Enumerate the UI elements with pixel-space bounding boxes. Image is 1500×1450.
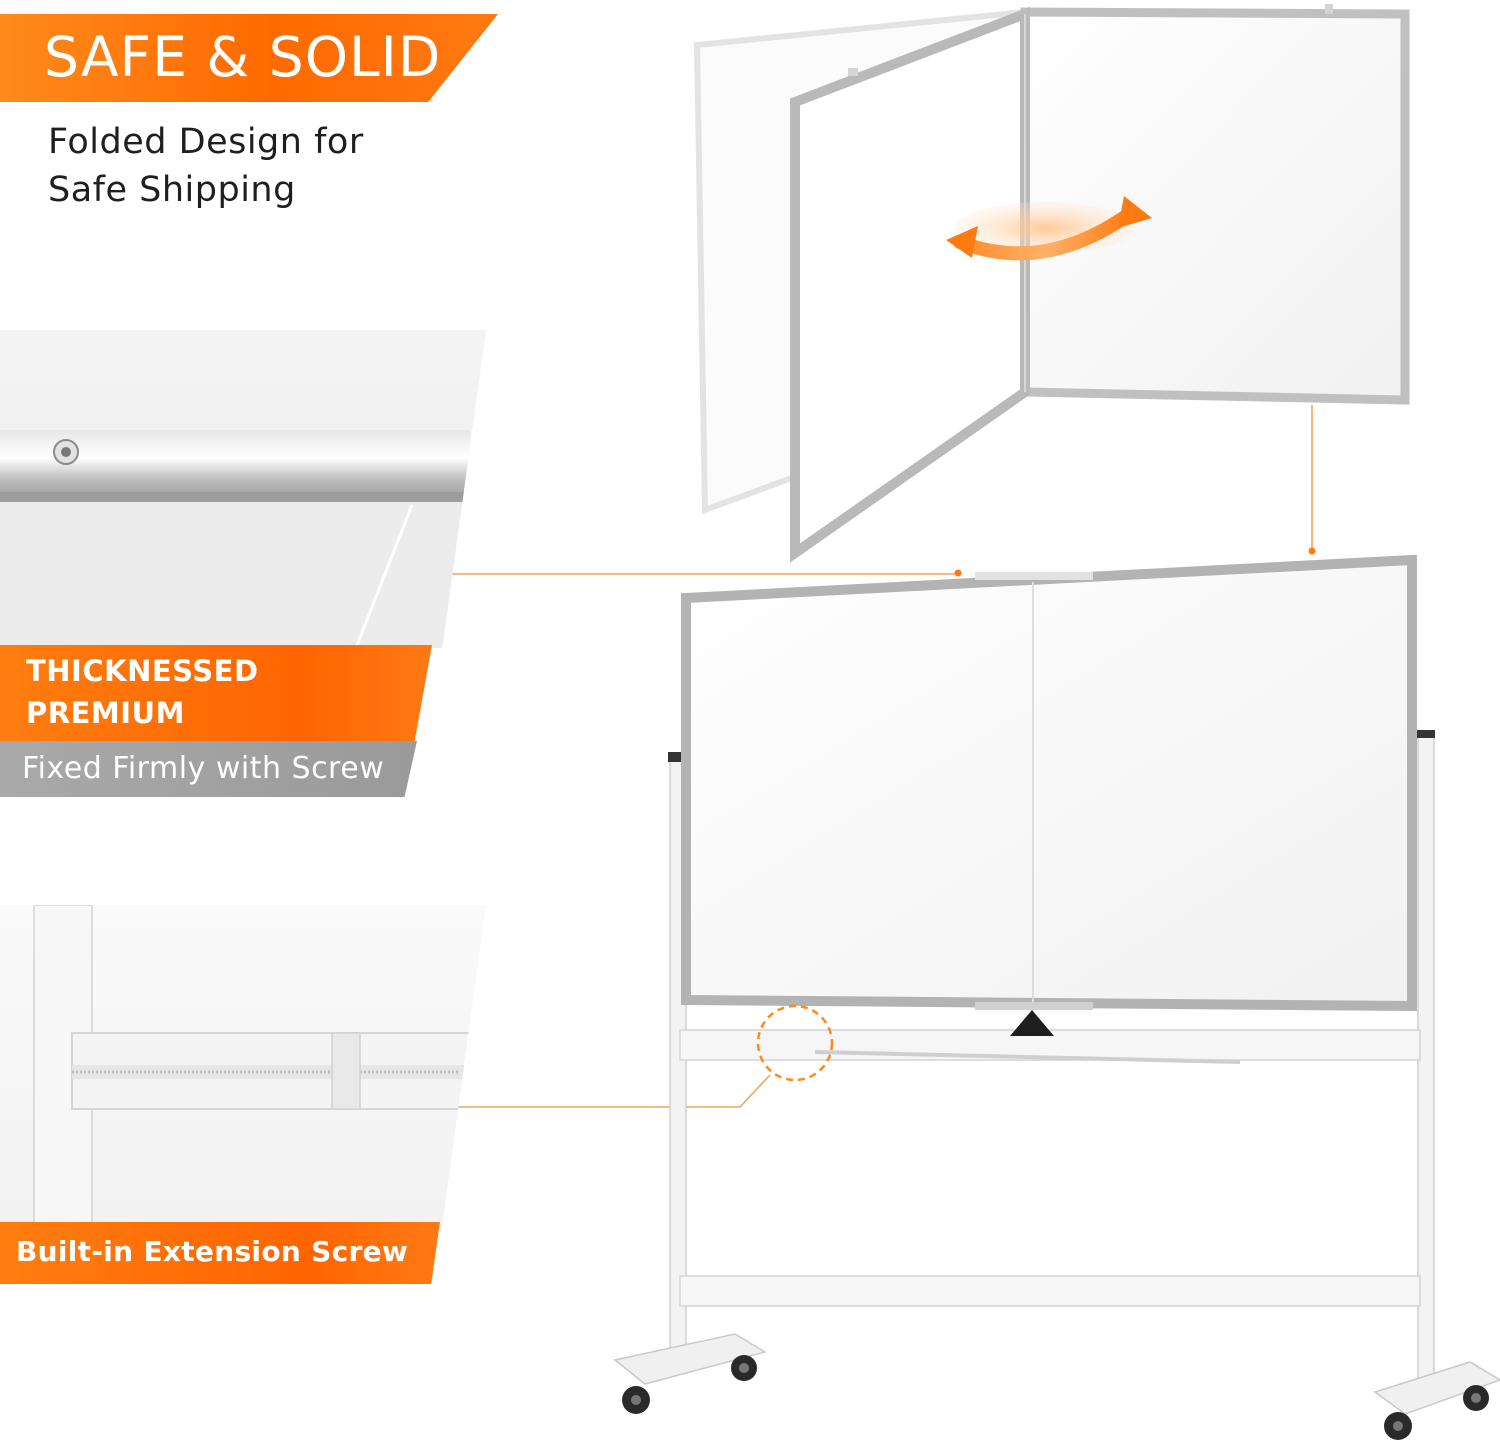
- caster-wheel-icon: [622, 1355, 1489, 1440]
- headline-text: SAFE & SOLID: [44, 25, 442, 89]
- metal-tube-closeup: [0, 430, 470, 648]
- subtitle: Folded Design for Safe Shipping: [48, 118, 428, 214]
- main-whiteboard: [681, 554, 1417, 1036]
- folded-whiteboard: [693, 4, 1410, 563]
- feature-caption-text: Fixed Firmly with Screw: [22, 751, 385, 786]
- feature-banner-metal-tube: [0, 645, 432, 741]
- feature-title-extension-screw: Built-in Extension Screw: [16, 1235, 409, 1268]
- detail-panel-extension-screw: [0, 905, 486, 1225]
- screw-icon: [53, 439, 79, 465]
- rotate-arrow-icon: [946, 196, 1152, 261]
- feature-title-line-1: THICKNESSED PREMIUM: [26, 654, 259, 730]
- extension-screw-highlight: [756, 1004, 834, 1082]
- extension-screw-closeup: [33, 905, 473, 1225]
- headline-banner: [0, 14, 498, 102]
- feature-banner-extension-screw: [0, 1222, 440, 1284]
- detail-panel-metal-tube: [0, 330, 486, 648]
- callout-lines: [446, 405, 1313, 1108]
- feature-caption-banner: [0, 741, 417, 797]
- subtitle-line-1: Folded Design for: [48, 122, 364, 162]
- subtitle-line-2: Safe Shipping: [48, 170, 296, 210]
